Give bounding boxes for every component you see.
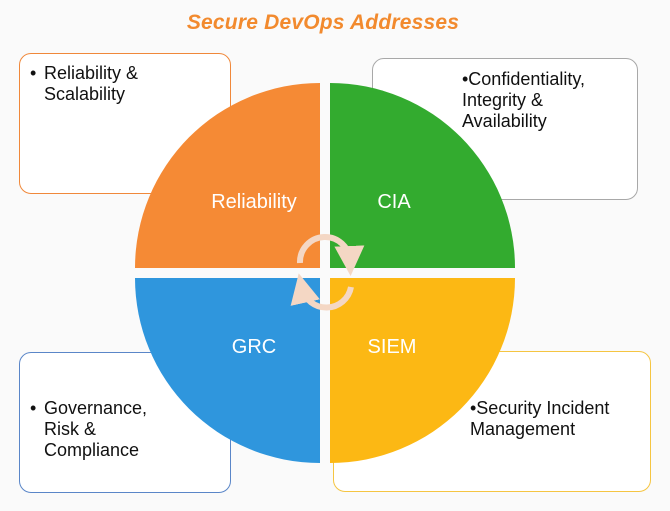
callout-line: Reliability & [44,63,139,83]
cycle-arrow-upper-icon [296,234,365,276]
segment-cia [330,83,515,268]
bullet-marker: • [30,398,37,418]
segment-siem [330,278,515,463]
cycle-arrow-lower-icon [290,273,354,311]
bullet-marker: • [30,63,37,83]
callout-line: Management [470,419,576,439]
callout-bullet-line: • Reliability & Scalability [30,63,230,105]
callout-line: Risk & [44,419,97,439]
callout-line: Compliance [44,440,140,460]
segment-label-grc: GRC [232,336,276,358]
segment-label-cia: CIA [377,191,411,213]
callout-line: Availability [462,111,547,131]
diagram-title: Secure DevOps Addresses [186,11,460,34]
callout-line: •Confidentiality, [462,69,586,89]
callout-line: Scalability [44,84,126,104]
segment-label-siem: SIEM [368,336,417,358]
callout-text: Reliability & Scalability [44,63,138,105]
callout-line: Governance, [44,398,148,418]
callout-line: •Security Incident [470,398,610,418]
segment-reliability [135,83,320,268]
callout-bullet-line: • Governance, Risk & Compliance [30,398,230,461]
callout-text: Governance, Risk & Compliance [44,398,147,461]
callout-line: Integrity & [462,90,544,110]
segment-label-reliability: Reliability [211,191,297,213]
segment-grc [135,278,320,463]
